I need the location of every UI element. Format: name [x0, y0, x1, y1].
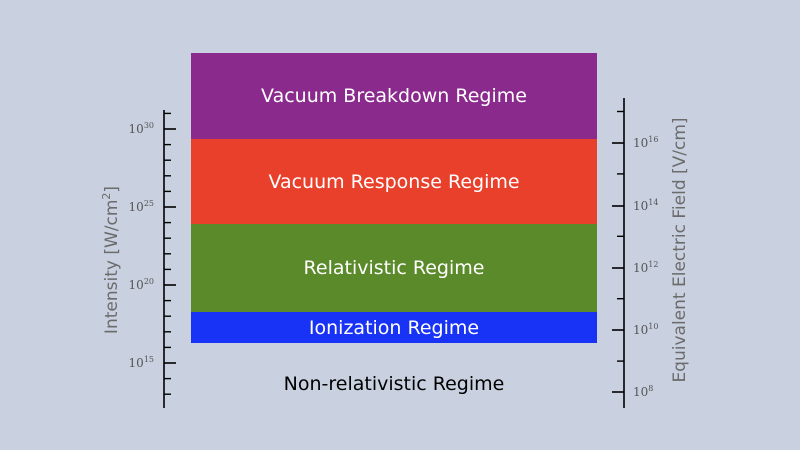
- left-tick-label-1e15: 1015: [129, 355, 154, 370]
- ionization-regime-label: Ionization Regime: [308, 316, 480, 339]
- vacuum-response-regime-label: Vacuum Response Regime: [268, 170, 520, 193]
- left-axis-tick-labels: 1030 1025 1020 1015: [129, 121, 154, 370]
- right-axis-tick-labels: 1016 1014 1012 1010 108: [633, 135, 658, 399]
- left-axis-minor-ticks: [164, 112, 171, 395]
- vacuum-response-regime-box: Vacuum Response Regime: [191, 139, 597, 224]
- left-tick-label-1e20: 1020: [129, 277, 154, 292]
- left-tick-label-1e25: 1025: [129, 199, 154, 214]
- non-relativistic-regime-label: Non-relativistic Regime: [283, 373, 505, 395]
- left-tick-label-1e30: 1030: [129, 121, 154, 136]
- right-tick-label-1e10: 1010: [633, 322, 658, 337]
- right-tick-label-1e14: 1014: [633, 198, 658, 213]
- relativistic-regime-label: Relativistic Regime: [303, 257, 485, 279]
- right-axis-minor-ticks: [617, 110, 624, 362]
- vacuum-breakdown-regime-box: Vacuum Breakdown Regime: [191, 53, 597, 139]
- right-tick-label-1e8: 108: [633, 384, 653, 399]
- ionization-regime-box: Ionization Regime: [191, 312, 597, 343]
- vacuum-breakdown-regime-label: Vacuum Breakdown Regime: [261, 85, 527, 107]
- right-tick-label-1e12: 1012: [633, 260, 658, 275]
- right-axis-major-ticks: [612, 142, 624, 393]
- relativistic-regime-box: Relativistic Regime: [191, 224, 597, 312]
- right-tick-label-1e16: 1016: [633, 135, 658, 150]
- left-axis-major-ticks: [164, 128, 176, 364]
